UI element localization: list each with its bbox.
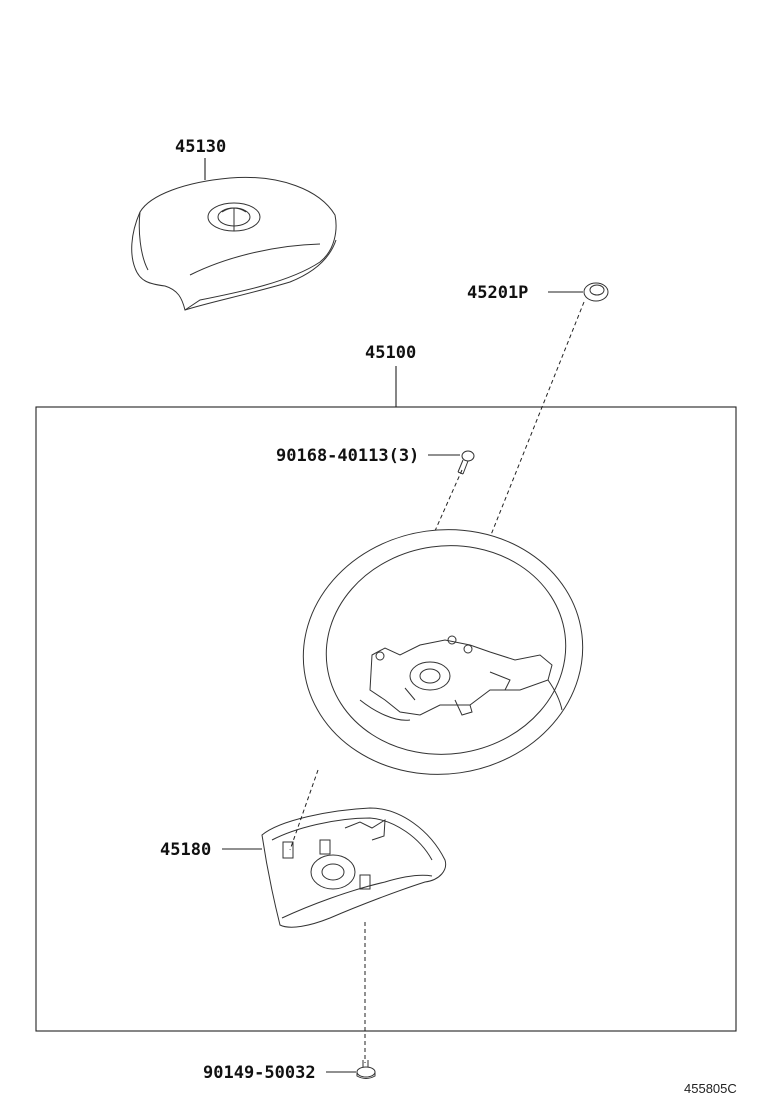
lower-cover-number: 45180 (160, 840, 211, 860)
screw-number: 90168-40113(3) (276, 446, 419, 466)
bottom-screw-drawing (356, 1060, 376, 1079)
steering-wheel-drawing (302, 529, 584, 775)
assembly-frame (35, 406, 737, 1032)
lower-cover-dash-line (289, 769, 319, 851)
horn-pad-number: 45130 (175, 137, 226, 157)
diagram-code: 455805C (684, 1081, 737, 1096)
wheel-assy-number: 45100 (365, 343, 416, 363)
cover-number: 45201P (467, 283, 528, 303)
bottom-screw-number: 90149-50032 (203, 1063, 316, 1083)
screw-drawing (457, 450, 475, 475)
lower-cover-drawing (261, 807, 447, 928)
horn-pad-drawing (131, 176, 337, 311)
cover-drawing (583, 282, 609, 302)
